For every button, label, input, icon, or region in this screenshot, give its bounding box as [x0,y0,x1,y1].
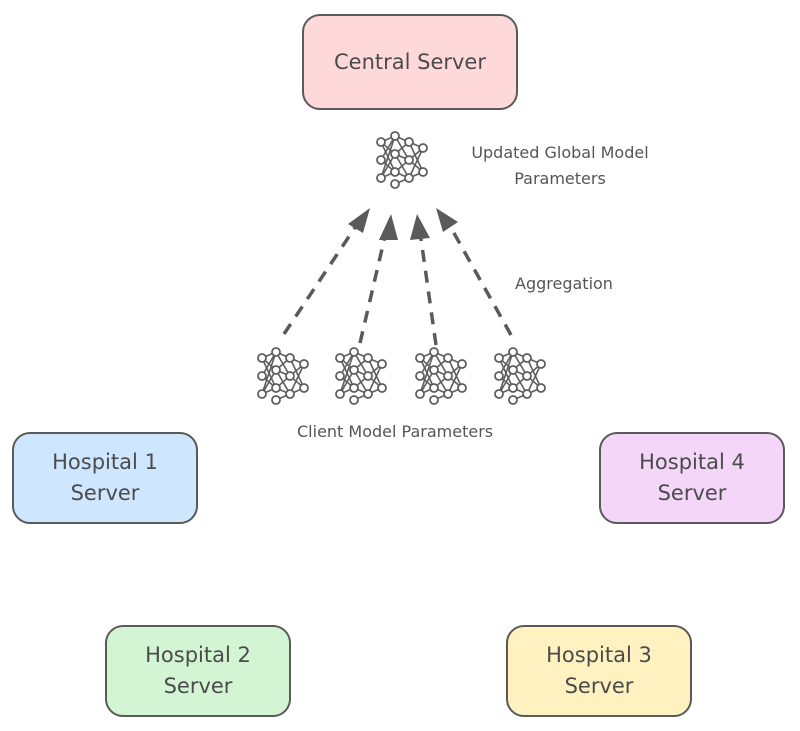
hospital-1-server-node: Hospital 1 Server [12,432,198,524]
client-model-neural-network-icon-1 [257,347,309,405]
aggregation-label: Aggregation [515,274,613,293]
aggregation-arrow-2 [358,231,388,344]
client-model-parameters-label: Client Model Parameters [297,422,494,441]
hospital-3-server-node: Hospital 3 Server [506,625,692,717]
global-model-neural-network-icon [376,131,428,189]
hospital-3-server-label: Hospital 3 Server [546,643,652,698]
central-server-label: Central Server [333,49,486,74]
client-model-neural-network-icon-3 [415,347,467,405]
arrowhead-2 [379,214,398,240]
global-model-parameters-label: Updated Global Model Parameters [471,143,649,188]
hospital-2-server-node: Hospital 2 Server [105,625,291,717]
arrowhead-3 [410,214,430,240]
hospital-4-server-label: Hospital 4 Server [639,450,745,505]
hospital-1-server-label: Hospital 1 Server [52,450,158,505]
client-model-neural-network-icon-2 [335,347,387,405]
aggregation-arrow-4 [448,225,513,336]
client-model-neural-network-icon-4 [494,347,546,405]
hospital-2-server-label: Hospital 2 Server [145,643,251,698]
aggregation-arrow-3 [418,231,438,346]
central-server-node: Central Server [302,14,518,110]
arrowhead-1 [348,208,370,233]
arrowhead-4 [436,208,458,232]
hospital-4-server-node: Hospital 4 Server [599,432,785,524]
aggregation-arrow-1 [282,225,358,335]
